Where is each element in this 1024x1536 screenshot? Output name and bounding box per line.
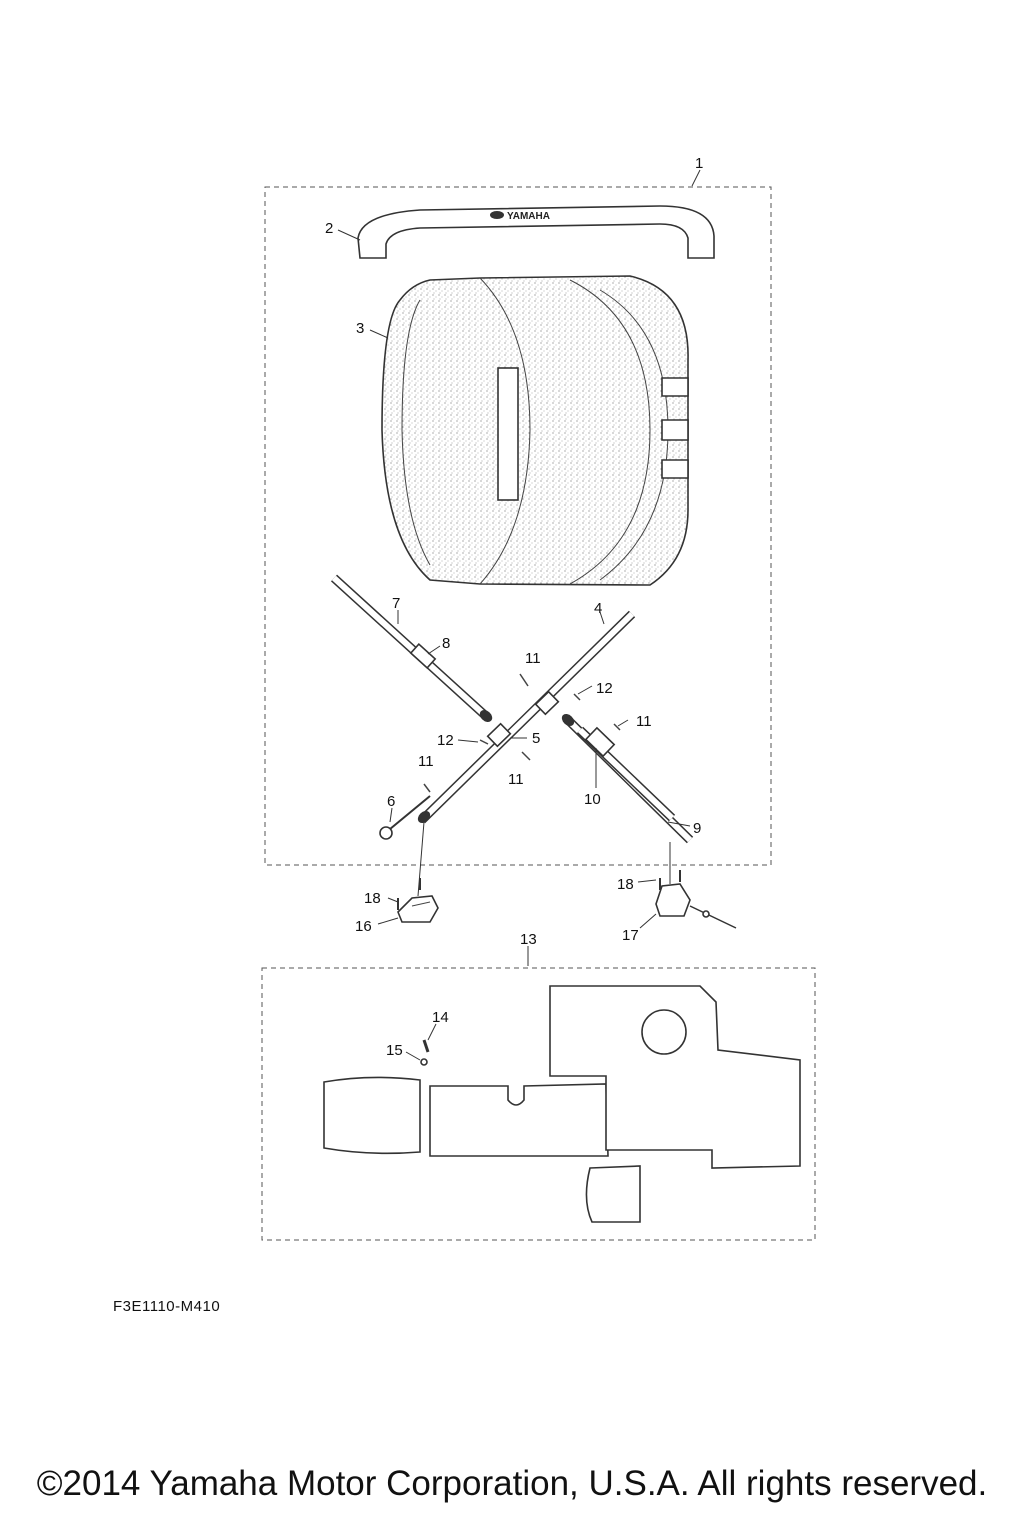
diagram-code: F3E1110-M410 bbox=[113, 1298, 221, 1315]
callout-11b: 11 bbox=[636, 713, 652, 730]
callout-2: 2 bbox=[325, 220, 333, 237]
kit-boundary-lower bbox=[261, 967, 816, 1241]
callout-15: 15 bbox=[386, 1042, 403, 1059]
callout-3: 3 bbox=[356, 320, 364, 337]
callout-9: 9 bbox=[693, 820, 701, 837]
callout-1: 1 bbox=[695, 155, 703, 172]
callout-7: 7 bbox=[392, 595, 400, 612]
callout-18a: 18 bbox=[364, 890, 381, 907]
callout-8: 8 bbox=[442, 635, 450, 652]
callout-6: 6 bbox=[387, 793, 395, 810]
callout-leaders bbox=[337, 169, 701, 1061]
callout-16: 16 bbox=[355, 918, 372, 935]
callouts: 1 2 3 4 5 6 7 8 9 10 11 11 11 11 12 12 1… bbox=[325, 155, 703, 1059]
grab-handle: YAMAHA bbox=[357, 205, 715, 259]
copyright-notice: ©2014 Yamaha Motor Corporation, U.S.A. A… bbox=[36, 1464, 988, 1503]
main-pole bbox=[417, 610, 636, 824]
callout-11c: 11 bbox=[508, 771, 524, 788]
yamaha-logo-icon bbox=[490, 211, 504, 219]
callout-4: 4 bbox=[594, 600, 602, 617]
callout-18b: 18 bbox=[617, 876, 634, 893]
callout-11d: 11 bbox=[418, 753, 434, 770]
callout-12b: 12 bbox=[437, 732, 454, 749]
callout-14: 14 bbox=[432, 1009, 449, 1026]
left-pole-upper bbox=[330, 574, 493, 722]
callout-12a: 12 bbox=[596, 680, 613, 697]
callout-11a: 11 bbox=[525, 650, 541, 667]
right-pole-lower bbox=[561, 713, 694, 844]
seat-cover bbox=[381, 275, 689, 586]
deck-mats bbox=[323, 985, 801, 1223]
hardware-pins bbox=[423, 673, 621, 793]
callout-10: 10 bbox=[584, 791, 601, 808]
callout-5: 5 bbox=[532, 730, 540, 747]
pole-clamp bbox=[409, 643, 437, 669]
left-mount-bracket bbox=[397, 821, 439, 923]
callout-13: 13 bbox=[520, 931, 537, 948]
kit-boundary-upper bbox=[264, 186, 772, 866]
right-mount-bracket bbox=[655, 842, 737, 929]
handle-logo-text: YAMAHA bbox=[507, 211, 550, 222]
strap bbox=[379, 795, 431, 840]
callout-17: 17 bbox=[622, 927, 639, 944]
